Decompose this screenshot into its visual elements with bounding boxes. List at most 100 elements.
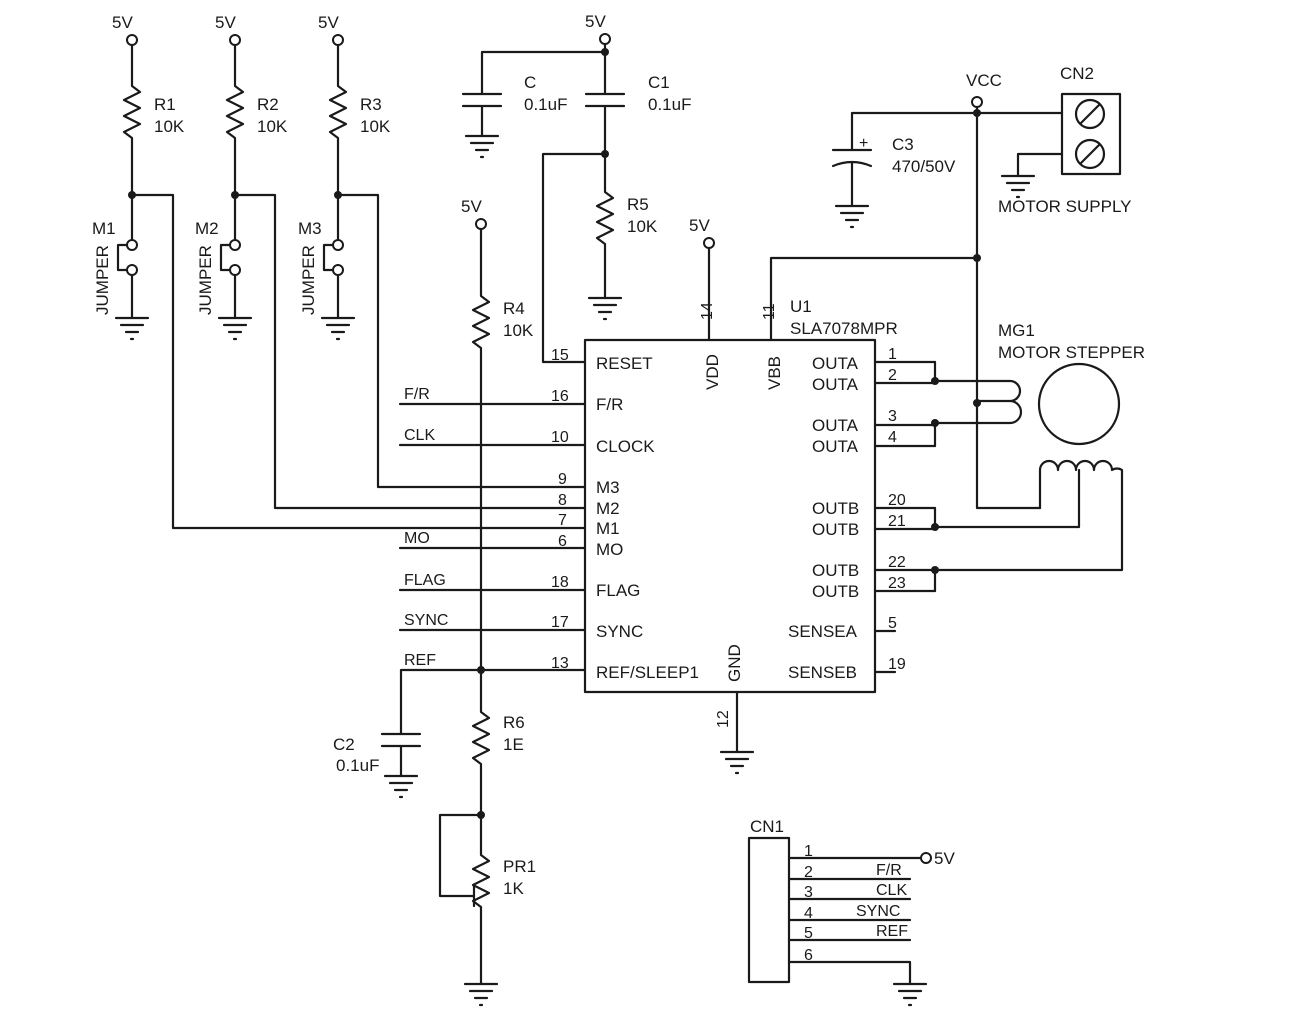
wire-vbb [769,256,979,342]
pin-number: 6 [558,533,567,550]
pin-name: OUTB [812,520,859,539]
jumper-pin [126,239,138,251]
ground-symbol [892,982,928,1007]
r1-resistor [122,43,142,242]
jumper-pin [126,264,138,276]
cn1-pin-number: 2 [804,864,813,881]
pin-name: OUTA [812,437,859,456]
supply-5v-terminal [920,852,932,864]
u1-ref: U1 [790,297,812,316]
r3-resistor [328,43,348,242]
mg1-rotor [1037,362,1121,446]
r5-value: 10K [627,217,658,236]
pin-number: 5 [888,615,897,632]
supply-5v-terminal [229,34,241,46]
r6-value: 1E [503,735,524,754]
m1-jumper-label: JUMPER [93,245,112,315]
r3-value: 10K [360,117,391,136]
cn1-pin-wire [787,960,912,986]
cn1-pin-number: 4 [804,905,813,922]
pin-name: SENSEA [788,622,858,641]
pin-name: M3 [596,478,620,497]
pin-number: 9 [558,471,567,488]
pin-name: OUTB [812,582,859,601]
r1-value: 10K [154,117,185,136]
supply-5v-terminal [475,218,487,230]
junction-dot [973,399,981,407]
pin-number: 2 [888,367,897,384]
supply-5v-label: 5V [689,216,710,235]
pin-number: 11 [761,303,778,320]
mg1-label: MOTOR STEPPER [998,343,1145,362]
signal-fr-label: F/R [404,386,430,403]
wire [480,42,607,96]
c3-capacitor [831,148,873,208]
r1-ref: R1 [154,95,176,114]
cn2-ref: CN2 [1060,64,1094,83]
pr1-value: 1K [503,879,524,898]
cn1-signal-label: 5V [934,849,955,868]
mg1-ref: MG1 [998,321,1035,340]
pin-name: VBB [765,356,784,390]
supply-5v-terminal [332,34,344,46]
pin-name: SYNC [596,622,643,641]
r3-ref: R3 [360,95,382,114]
r2-ref: R2 [257,95,279,114]
pin-number: 17 [551,614,569,631]
signal-sync-label: SYNC [404,612,448,629]
pin-number: 23 [888,575,906,592]
c2-capacitor [380,668,483,778]
c3-polarity: + [859,135,868,152]
cn2-screw-slot [1079,103,1101,125]
jumper-pin [229,264,241,276]
vcc-terminal [971,96,983,108]
cn1-ref: CN1 [750,817,784,836]
pin-name: CLOCK [596,437,655,456]
c1-ref: C1 [648,73,670,92]
coil-b-center-tap [933,468,1081,529]
pin-number: 16 [551,388,569,405]
signal-mo-label: MO [404,530,430,547]
supply-5v-label: 5V [112,13,133,32]
pin-number: 4 [888,429,897,446]
signal-clk-label: CLK [404,427,435,444]
c-capacitor [461,92,503,138]
r5-ref: R5 [627,195,649,214]
cn2-label: MOTOR SUPPLY [998,197,1132,216]
pin-number: 15 [551,347,569,364]
pin-name: GND [725,644,744,682]
ground-symbol [464,134,500,159]
cn2-screw [1074,138,1106,170]
junction-dot [973,254,981,262]
ground-symbol [320,316,356,341]
pin-name: REF/SLEEP1 [596,663,699,682]
pr1-ref: PR1 [503,857,536,876]
u1-part: SLA7078MPR [790,319,898,338]
pin-name: F/R [596,395,623,414]
pin-number: 12 [715,710,732,728]
ground-symbol [217,316,253,341]
pin-name: M1 [596,519,620,538]
pin-name: OUTB [812,561,859,580]
c1-value: 0.1uF [648,95,691,114]
c-value: 0.1uF [524,95,567,114]
pin-number: 21 [888,513,906,530]
cn1-signal-label: REF [876,923,908,940]
ground-symbol [463,982,499,1007]
mg1-stepper-motor: MG1 MOTOR STEPPER [933,321,1145,572]
c-ref: C [524,73,536,92]
cn1-pin-number: 6 [804,947,813,964]
r4-ref: R4 [503,299,525,318]
r2-resistor [225,43,245,242]
reset-network: 5V C 0.1uF C1 0.1uF R5 10K [461,12,691,364]
outa-pin-wires [873,360,937,448]
jumper-m1-shunt [116,243,129,272]
cn1-signal-label: CLK [876,882,907,899]
pin-name: OUTA [812,416,859,435]
pin-name: VDD [703,354,722,390]
wire-m1 [130,193,587,530]
sense-pin-wires [873,629,897,674]
supply-5v-terminal [703,237,715,249]
pin-number: 18 [551,574,569,591]
